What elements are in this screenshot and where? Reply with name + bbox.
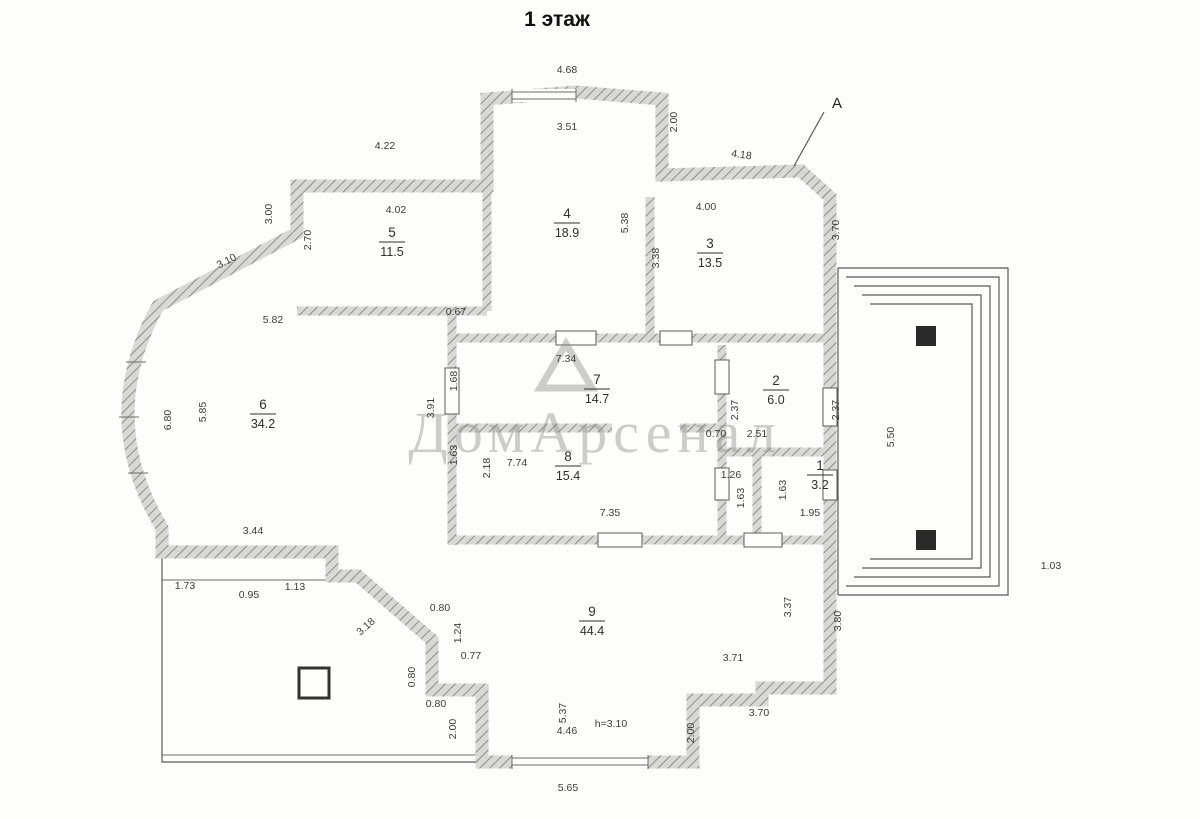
window [511, 755, 649, 769]
dimension-label: 4.18 [730, 148, 752, 163]
dimension-label: 1.03 [1041, 560, 1062, 572]
column [297, 666, 331, 700]
dimension-label: 7.74 [507, 457, 528, 469]
dimension-label: 1.73 [175, 580, 196, 592]
door-opening [714, 467, 730, 501]
dimension-label: 5.38 [619, 213, 631, 234]
dimension-label: 3.91 [425, 398, 437, 419]
section-marker-label: A [832, 95, 842, 112]
dimension-label: 4.68 [557, 64, 578, 76]
dimension-label: 2.51 [747, 428, 768, 440]
room-area: 14.7 [585, 392, 609, 406]
room-number: 1 [816, 458, 824, 473]
door-opening [822, 469, 838, 501]
dimension-label: 3.51 [557, 121, 578, 133]
interior-walls [297, 186, 830, 545]
dimension-label: 2.00 [668, 112, 680, 133]
room-area: 15.4 [556, 469, 580, 483]
door-opening [822, 387, 838, 427]
exterior-walls [121, 85, 837, 769]
stair-post [916, 530, 936, 550]
room-area: 13.5 [698, 256, 722, 270]
bay-window-ticks [119, 361, 148, 474]
dimension-label: 5.37 [557, 703, 569, 724]
door-opening [714, 359, 730, 395]
window [511, 89, 577, 102]
wall-openings [444, 89, 838, 769]
dimension-label: 3.44 [243, 525, 264, 537]
watermark-text: ДомАрсенал [408, 400, 781, 465]
dimension-label: 2.00 [447, 719, 459, 740]
room-number: 6 [259, 397, 267, 412]
room-labels: 1 3.2 2 6.0 3 13.5 4 18.9 5 11.5 6 34.2 7 14.7 8 15.4 9 4… [250, 206, 833, 638]
dimension-label: 3.71 [723, 652, 744, 664]
room-number: 8 [564, 449, 572, 464]
dimension-label: 3.00 [263, 204, 275, 225]
dimension-label: 4.22 [375, 140, 396, 152]
dimension-label: 3.80 [832, 611, 844, 632]
watermark: ДомАрсенал [408, 337, 781, 465]
dimension-label: 5.65 [558, 782, 579, 794]
door-opening [444, 367, 460, 415]
room-area: 6.0 [767, 393, 784, 407]
dimension-label: 1.95 [800, 507, 821, 519]
dimension-label: 3.70 [749, 707, 770, 719]
dimension-label: 2.37 [729, 400, 741, 421]
dimension-label: 3.37 [782, 597, 794, 618]
dimension-label: 3.38 [650, 248, 662, 269]
dimension-label: 5.82 [263, 314, 284, 326]
dimension-label: h=3.10 [595, 718, 628, 730]
page-title: 1 этаж [524, 8, 590, 31]
dimension-label: 2.70 [302, 230, 314, 251]
door-opening [659, 330, 693, 346]
dimension-label: 3.70 [830, 220, 842, 241]
dimension-label: 1.63 [777, 480, 789, 501]
dimension-label: 1.63 [735, 488, 747, 509]
stair-post [916, 326, 936, 346]
dimension-label: 1.26 [721, 469, 742, 481]
dimension-label: 7.34 [556, 353, 577, 365]
door-opening [743, 532, 783, 548]
dimension-label: 4.00 [696, 201, 717, 213]
dimension-label: 1.24 [452, 623, 464, 644]
dimension-label: 6.80 [162, 410, 174, 431]
door-opening [555, 330, 597, 346]
dimension-label: 0.77 [461, 650, 482, 662]
room-number: 5 [388, 225, 396, 240]
room-number: 2 [772, 373, 780, 388]
dimension-label: 2.37 [830, 400, 842, 421]
dimension-label: 2.18 [481, 458, 493, 479]
dimension-label: 2.00 [685, 723, 697, 744]
room-area: 3.2 [811, 478, 828, 492]
dimension-label: 0.67 [446, 306, 467, 318]
dimension-label: 0.95 [239, 589, 260, 601]
room-area: 18.9 [555, 226, 579, 240]
room-number: 7 [593, 372, 601, 387]
room-number: 4 [563, 206, 571, 221]
dimension-label: 7.35 [600, 507, 621, 519]
dimension-label: 0.80 [426, 698, 447, 710]
room-number: 3 [706, 236, 714, 251]
stairs [837, 267, 1009, 596]
dimension-label: 1.13 [285, 581, 306, 593]
dimension-label: 5.50 [885, 427, 897, 448]
dimension-label: 0.80 [430, 602, 451, 614]
dimension-label: 1.68 [448, 371, 460, 392]
dimension-label: 4.46 [557, 725, 578, 737]
room-number: 9 [588, 604, 596, 619]
terrace [161, 552, 482, 763]
door-opening [597, 532, 643, 548]
dimension-label: 5.85 [197, 402, 209, 423]
room-area: 34.2 [251, 417, 275, 431]
room-area: 44.4 [580, 624, 604, 638]
dimension-label: 0.70 [706, 428, 727, 440]
room-area: 11.5 [380, 245, 403, 259]
dimension-label: 4.02 [386, 204, 407, 216]
dimension-label: 3.18 [354, 615, 377, 638]
dimension-label: 1.63 [448, 445, 460, 466]
section-marker: A [793, 95, 842, 167]
dimension-label: 0.80 [406, 667, 418, 688]
watermark-logo-icon [533, 337, 599, 392]
